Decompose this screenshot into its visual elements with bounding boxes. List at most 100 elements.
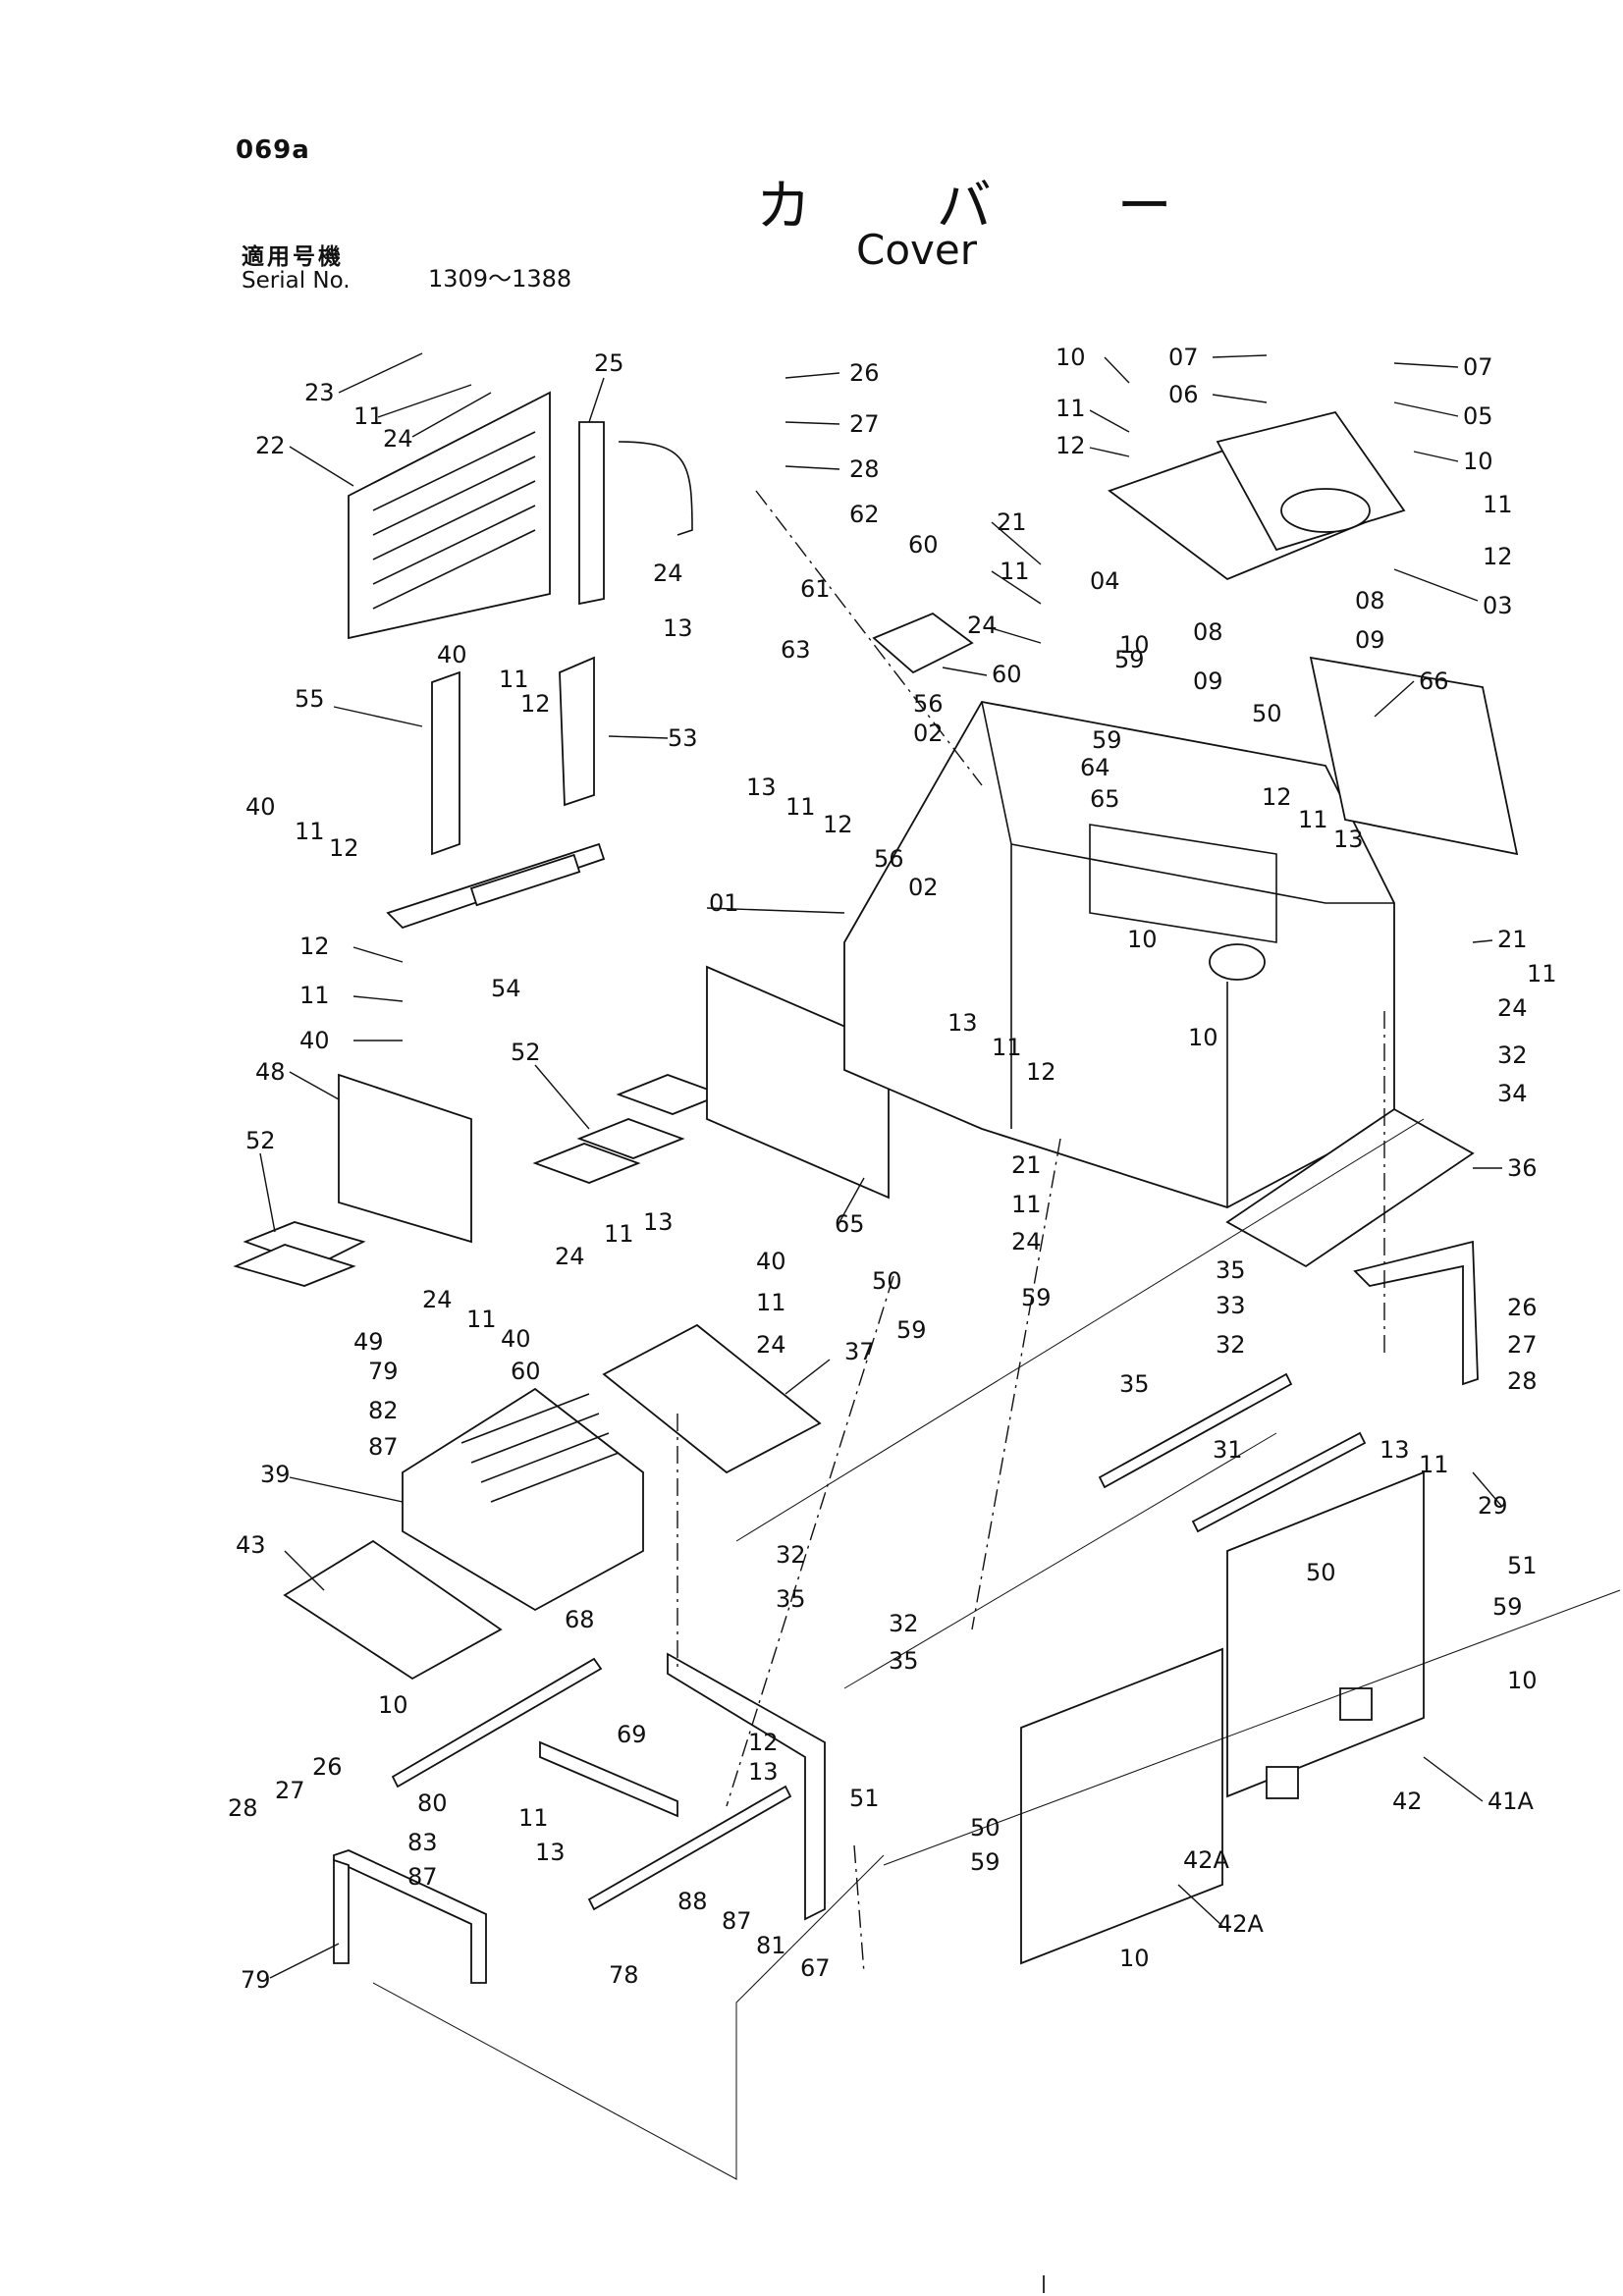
label-63: 60 [908,531,939,559]
label-11: 11 [1055,395,1086,422]
serial-range: 1309～1388 [428,265,572,293]
label-11: 11 [518,1804,549,1832]
label-43: 43 [236,1531,266,1559]
label-64: 61 [800,575,831,603]
label-89: 87 [407,1863,438,1891]
label-13: 13 [535,1839,566,1866]
page-code: 069a [236,135,310,165]
label-28: 28 [849,455,880,483]
label-21: 21 [997,508,1027,536]
label-50: 50 [1252,700,1282,727]
label-59: 59 [1092,726,1122,754]
label-10: 10 [1188,1024,1218,1051]
label-53: 53 [668,724,698,752]
label-66: 63 [781,636,811,664]
serial-block: 適用号機 Serial No. 1309～1388 [242,244,571,294]
label-42A: 42A [1183,1846,1230,1874]
label-12: 12 [299,933,330,960]
label-24: 24 [1011,1228,1042,1255]
label-11: 11 [1000,558,1030,585]
label-26: 26 [849,359,880,387]
label-12: 12 [748,1729,779,1756]
label-12: 12 [1055,432,1086,459]
label-89: 87 [368,1433,399,1461]
label-40: 40 [245,793,276,821]
label-04: 04 [1090,567,1120,595]
label-61: 60 [511,1358,541,1385]
label-40: 40 [437,641,467,668]
label-35: 35 [889,1647,919,1675]
label-60: 59 [1114,646,1145,673]
serial-label-en: Serial No. [242,268,351,294]
label-51: 51 [849,1785,880,1812]
label-10: 10 [1127,926,1158,953]
label-11: 11 [1483,491,1513,518]
serial-label-ja: 適用号機 [242,244,344,270]
label-27: 27 [849,410,880,438]
label-87: 81 [756,1932,786,1959]
label-40: 40 [501,1325,531,1353]
label-25: 25 [594,349,624,377]
label-56: 56 [913,690,944,718]
label-11: 11 [499,666,529,693]
label-50: 50 [970,1814,1001,1842]
label-50: 50 [872,1267,902,1295]
label-36: 35 [1119,1370,1150,1398]
label-11: 11 [785,793,816,821]
label-42: 42A [1217,1910,1265,1938]
label-54: 54 [491,975,521,1002]
label-67: 64 [1080,754,1110,781]
label-52: 52 [245,1127,276,1154]
label-21: 21 [1497,926,1528,953]
label-55: 55 [295,685,325,713]
label-69: 65 [835,1210,865,1238]
label-08: 08 [1355,587,1385,614]
label-26: 26 [312,1753,343,1781]
label-10: 10 [1463,448,1493,475]
label-08: 08 [1193,618,1223,646]
label-07: 07 [1463,353,1493,381]
label-03: 03 [1483,592,1513,619]
label-27: 27 [275,1777,305,1804]
label-24: 24 [967,612,998,639]
label-12: 12 [329,834,359,862]
label-07: 07 [1168,344,1199,371]
label-11: 11 [756,1289,786,1316]
part-shapes [233,391,1519,1984]
label-10: 10 [1119,1945,1150,1972]
label-82: 78 [609,1961,639,1989]
label-24: 24 [555,1243,585,1270]
label-11: 11 [992,1034,1022,1061]
label-10: 10 [378,1691,408,1719]
label-87: 79 [368,1358,399,1385]
label-24: 24 [653,560,683,587]
label-27: 27 [1507,1331,1538,1359]
label-24: 24 [383,425,413,453]
label-11: 11 [299,982,330,1009]
label-48: 48 [255,1058,286,1086]
part-number-labels: 23 11 24 22 25 24 13 26 27 28 62 60 61 6… [228,344,1557,1994]
label-06: 06 [1168,381,1199,408]
label-10: 10 [1119,631,1150,659]
label-33: 32 [1216,1331,1246,1359]
label-11: 11 [1527,960,1557,988]
label-41: 41A [1488,1788,1535,1815]
label-80: 68 [565,1606,595,1633]
label-24: 24 [422,1286,453,1313]
label-32: 32 [776,1541,806,1569]
label-32: 32 [1497,1041,1528,1069]
label-02: 02 [908,874,939,901]
alignment-lines [372,490,1621,2180]
label-01: 01 [709,889,739,917]
label-34: 33 [1216,1292,1246,1319]
label-11: 11 [1419,1451,1449,1478]
page-edge-mark [1043,2275,1045,2293]
page-title-en: Cover [856,226,977,274]
label-50: 50 [1306,1559,1336,1586]
label-51: 51 [1507,1552,1538,1579]
label-37: 36 [1507,1154,1538,1182]
label-13: 13 [746,774,777,801]
label-24: 24 [1497,994,1528,1022]
label-60: 59 [1021,1284,1052,1311]
